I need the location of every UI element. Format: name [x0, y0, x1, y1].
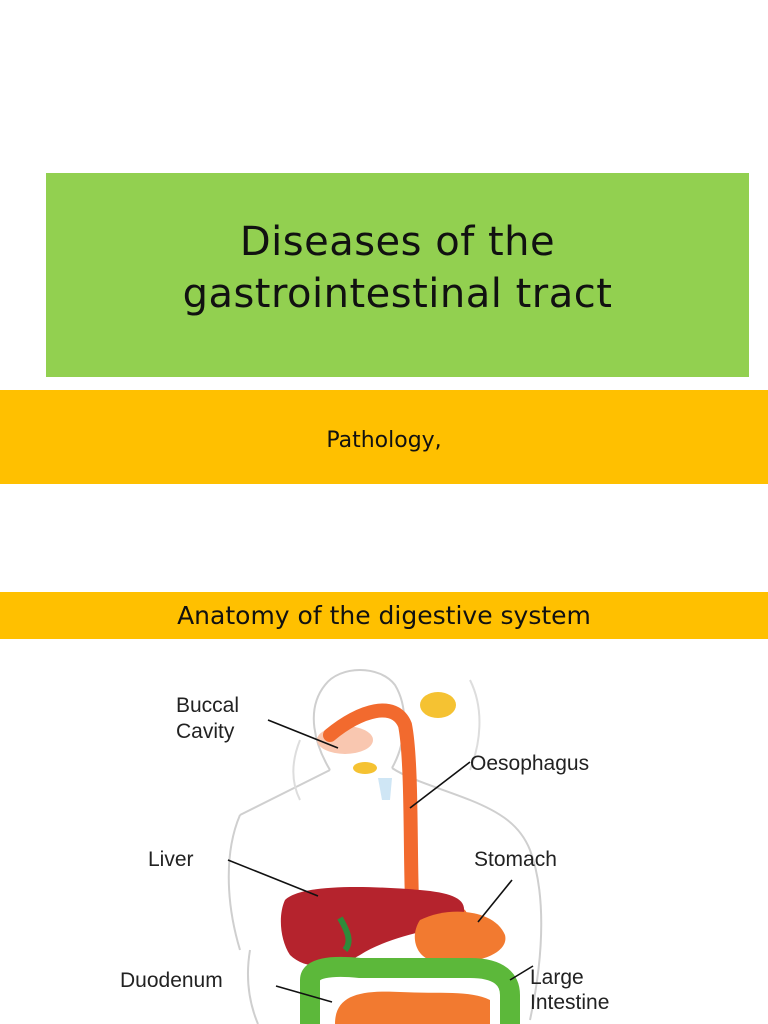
gland-lower [353, 762, 377, 774]
larynx [378, 778, 392, 800]
label-liver: Liver [148, 848, 194, 871]
label-duodenum: Duodenum [120, 969, 223, 992]
label-large-line2: Intestine [530, 991, 609, 1014]
large-intestine [300, 956, 520, 1024]
stomach-leader [477, 879, 513, 923]
large-intestine-leader [509, 965, 534, 981]
subtitle-bar: Pathology, [0, 390, 768, 484]
subtitle: Pathology, [326, 427, 442, 453]
label-buccal-line2: Cavity [176, 720, 235, 743]
title-line-2: gastrointestinal tract [182, 271, 613, 317]
gallbladder [337, 916, 352, 952]
label-large-line1: Large [530, 966, 584, 989]
digestive-system-diagram: Buccal Cavity Oesophagus Liver Stomach D… [120, 669, 609, 1024]
label-buccal-line1: Buccal [176, 694, 239, 717]
neck-outline [292, 679, 481, 801]
salivary-gland [420, 692, 456, 718]
oesophagus-leader [409, 761, 471, 809]
liver-leader [227, 859, 319, 897]
liver [280, 887, 465, 967]
section-heading-bar: Anatomy of the digestive system [0, 592, 768, 639]
label-oesophagus: Oesophagus [470, 752, 589, 775]
section-heading: Anatomy of the digestive system [177, 601, 591, 630]
title-line-1: Diseases of the [239, 219, 556, 265]
small-intestine [335, 991, 490, 1024]
label-stomach: Stomach [474, 848, 557, 871]
duodenum-leader [275, 985, 333, 1003]
body-outline [227, 669, 543, 1024]
stomach [414, 911, 506, 963]
title-box: Diseases of the gastrointestinal tract [46, 173, 749, 377]
buccal-leader [267, 719, 339, 749]
